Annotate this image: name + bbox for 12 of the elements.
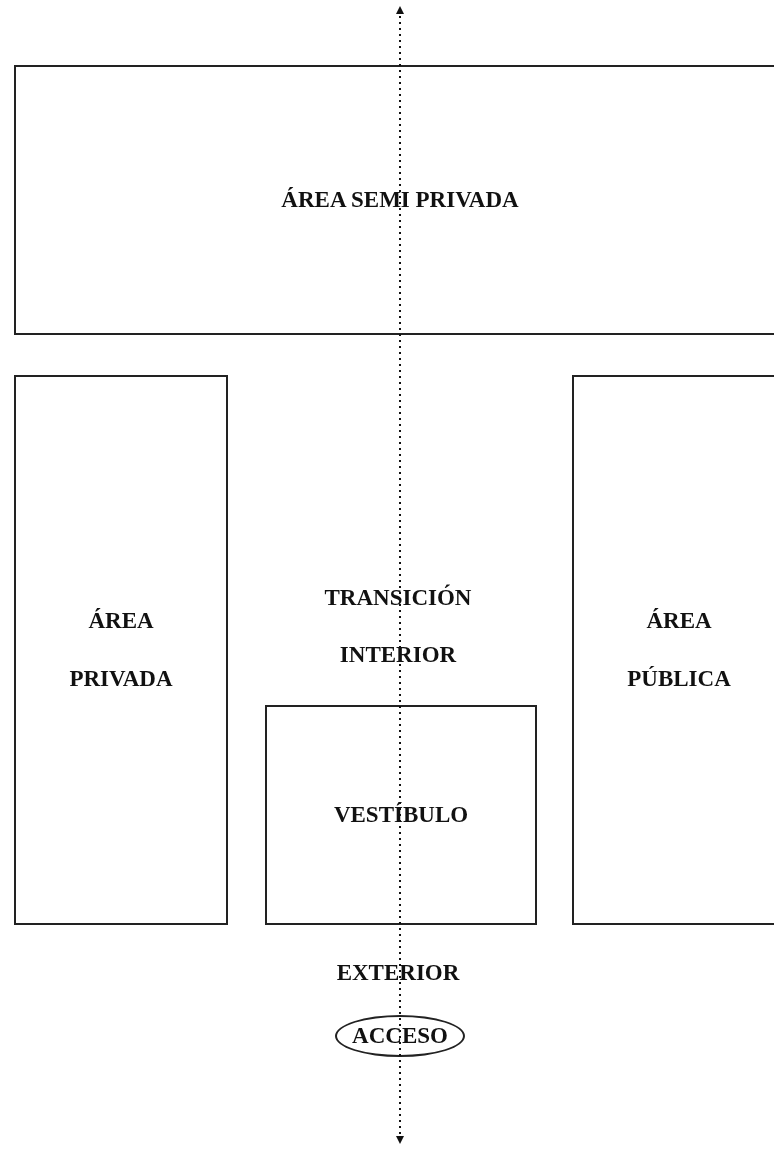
zone-label: ACCESO <box>351 1022 449 1050</box>
zone-box <box>14 65 774 335</box>
zone-box <box>572 375 774 925</box>
zone-label: ÁREA PRIVADA <box>68 607 174 693</box>
zone-label: TRANSICIÓN <box>324 585 472 611</box>
zone-label: EXTERIOR <box>336 960 460 986</box>
zone-label: ÁREA PÚBLICA <box>626 607 732 693</box>
zone-label: INTERIOR <box>339 642 457 668</box>
zone-label: ÁREA SEMI PRIVADA <box>280 186 520 214</box>
zone-box <box>265 705 537 925</box>
zone-box <box>14 375 228 925</box>
zone-label: VESTÍBULO <box>332 801 470 829</box>
